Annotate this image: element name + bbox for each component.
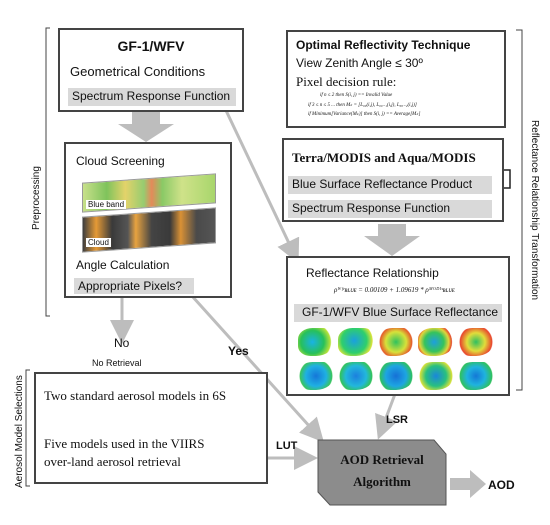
modis-box: Terra/MODIS and Aqua/MODIS Blue Surface … xyxy=(282,138,504,222)
reflectance-relationship-box: Reflectance Relationship ρᵂᶠᵛʙʟᴜᴇ = 0.00… xyxy=(286,256,510,396)
appropriate-pixels: Appropriate Pixels? xyxy=(78,279,183,293)
modis-side-bracket xyxy=(504,169,511,189)
rule-3: if Minimum[Variance(Mₖ)] then S(i, j) ==… xyxy=(308,112,421,117)
pixels-highlight xyxy=(74,278,194,294)
aerosol-model-box: Two standard aerosol models in 6S Five m… xyxy=(34,372,268,484)
preprocessing-bracket xyxy=(45,27,50,317)
blue-surface-product: Blue Surface Reflectance Product xyxy=(292,177,473,191)
srf-highlight xyxy=(68,88,236,106)
five-models-line1: Five models used in the VIIRS xyxy=(44,436,205,451)
optimal-title: Optimal Reflectivity Technique xyxy=(296,38,471,52)
spectrum-response-function-modis: Spectrum Response Function xyxy=(292,201,451,215)
reflectance-maps xyxy=(298,328,502,392)
modis-srf-highlight xyxy=(288,200,492,218)
arrow-srf-to-relationship xyxy=(220,101,300,264)
algorithm-shape xyxy=(317,439,447,506)
pixel-decision-rule: Pixel decision rule: xyxy=(296,74,397,89)
gf-wfv-title: GF-1/WFV xyxy=(117,38,185,54)
gf-blue-surface-reflectance: GF-1/WFV Blue Surface Reflectance xyxy=(302,305,499,319)
lut-label: LUT xyxy=(276,440,298,452)
relationship-title: Reflectance Relationship xyxy=(306,266,439,280)
rule-2: if 3 ≤ n ≤ 5 ... then Mₖ = [L₀₀(i,j), L₀… xyxy=(308,103,417,108)
arrow-yes-to-algorithm xyxy=(190,294,325,443)
aerosol-bracket xyxy=(25,369,30,487)
no-retrieval-label: No Retrieval xyxy=(92,358,142,368)
spectrum-response-function-gf: Spectrum Response Function xyxy=(72,89,231,103)
geometrical-conditions: Geometrical Conditions xyxy=(70,64,206,79)
reflectance-bracket xyxy=(516,29,523,391)
blue-band-label: Blue band xyxy=(86,200,127,209)
cloud-screening-box: Cloud Screening Blue band Cloud Angle Ca… xyxy=(64,142,232,298)
blue-product-highlight xyxy=(288,176,492,194)
modis-title: Terra/MODIS and Aqua/MODIS xyxy=(292,150,476,165)
aod-label: AOD xyxy=(488,478,515,492)
yes-label: Yes xyxy=(228,344,249,358)
gf-blue-highlight xyxy=(294,304,502,322)
two-standard-models: Two standard aerosol models in 6S xyxy=(44,388,227,403)
arrow-lsr-to-algorithm xyxy=(375,393,398,440)
no-label: No xyxy=(114,336,130,350)
algorithm-line1: AOD Retrieval xyxy=(340,452,424,467)
view-zenith-angle: View Zenith Angle ≤ 30º xyxy=(296,56,423,70)
five-models-line2: over-land aerosol retrieval xyxy=(44,454,181,469)
rule-1: if n ≤ 2 then S(i, j) == Invalid Value xyxy=(320,93,393,98)
gf-wfv-box: GF-1/WFV Geometrical Conditions Spectrum… xyxy=(58,28,244,112)
lsr-label: LSR xyxy=(386,414,408,426)
cloud-screening: Cloud Screening xyxy=(76,154,165,168)
algorithm-line2: Algorithm xyxy=(353,474,411,489)
cloud-label: Cloud xyxy=(86,238,111,247)
optimal-reflectivity-box: Optimal Reflectivity Technique View Zeni… xyxy=(286,30,506,128)
aod-output-arrow xyxy=(450,470,486,498)
angle-calculation: Angle Calculation xyxy=(76,258,170,272)
relationship-equation: ρᵂᶠᵛʙʟᴜᴇ = 0.00109 + 1.09619 * ρᴹᴼᴰᴵˢʙʟᴜ… xyxy=(334,286,455,294)
